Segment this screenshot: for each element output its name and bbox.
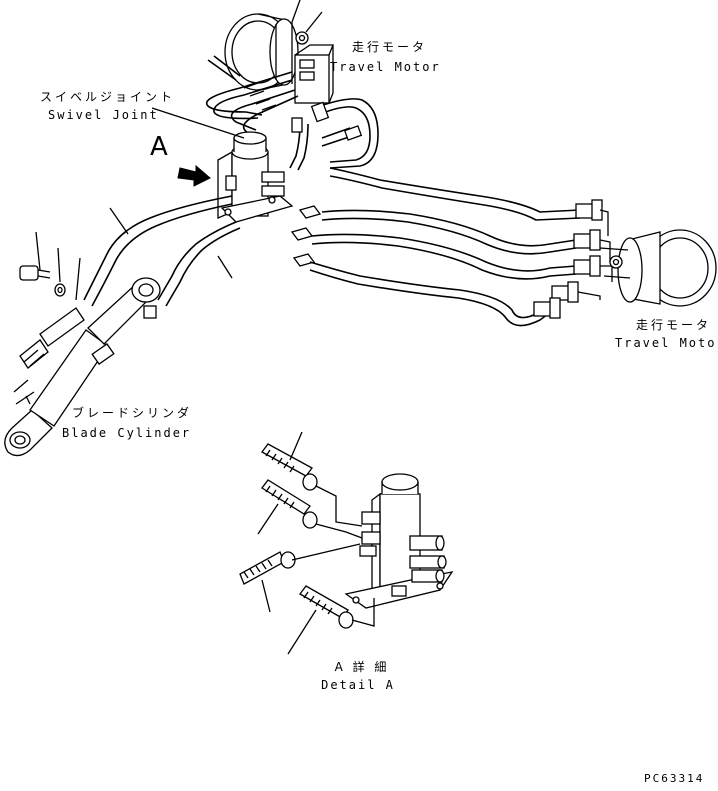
travel-motor-right-label-en: Travel Motor bbox=[615, 336, 718, 350]
swivel-joint-label-jp: スイベルジョイント bbox=[40, 90, 176, 104]
leader-line bbox=[151, 107, 245, 139]
leader-line bbox=[291, 0, 323, 33]
swivel-joint bbox=[217, 131, 294, 223]
travel-motor-right bbox=[599, 229, 717, 307]
travel-motor-top-label-jp: 走行モータ bbox=[352, 40, 428, 54]
view-marker-a: A bbox=[150, 132, 168, 162]
drawing-number: PC63314 bbox=[644, 772, 705, 785]
hose-to-right-motor-2 bbox=[290, 205, 613, 327]
blade-cylinder-hoses bbox=[83, 195, 241, 307]
travel-motor-top-label-en: Travel Motor bbox=[330, 60, 441, 74]
blade-cylinder-label-en: Blade Cylinder bbox=[62, 426, 192, 440]
upper-hoses bbox=[289, 98, 379, 171]
travel-motor-right-label-jp: 走行モータ bbox=[636, 318, 712, 332]
detail-a-bolts bbox=[239, 431, 375, 655]
swivel-joint-label-en: Swivel Joint bbox=[48, 108, 159, 122]
blade-cylinder bbox=[4, 277, 161, 457]
travel-motor-top bbox=[224, 13, 334, 104]
detail-a-view bbox=[344, 473, 454, 609]
view-arrow bbox=[177, 164, 211, 187]
detail-a-label-jp: A 詳 細 bbox=[334, 660, 390, 674]
detail-a-label-en: Detail A bbox=[321, 678, 395, 692]
blade-cylinder-label-jp: ブレードシリンダ bbox=[72, 406, 193, 420]
bolt-washer-parts bbox=[19, 231, 81, 301]
top-motor-hoses bbox=[205, 55, 299, 135]
hose-to-right-motor-1 bbox=[329, 167, 603, 221]
